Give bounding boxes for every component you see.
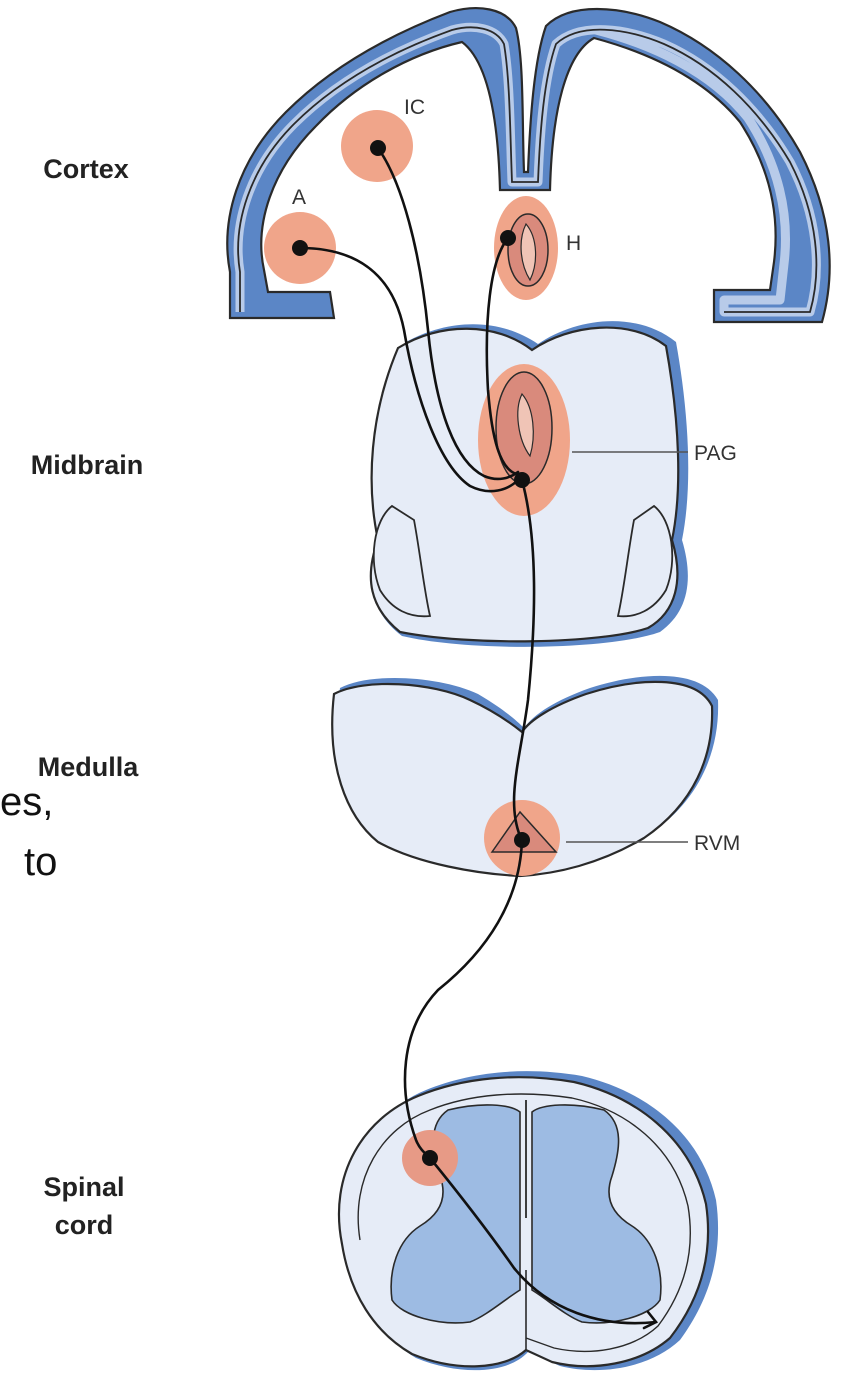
nucleus-ic — [341, 110, 413, 182]
nucleus-rvm — [484, 800, 560, 876]
label-rvm: RVM — [694, 832, 740, 855]
region-label-cortex: Cortex — [26, 150, 146, 188]
overlay-fragment-1: es, — [0, 780, 53, 824]
label-pag: PAG — [694, 442, 737, 465]
spinal-cord-section — [339, 1071, 718, 1370]
region-label-cord: cord — [24, 1206, 144, 1244]
nucleus-h — [494, 196, 558, 300]
region-label-spinal: Spinal — [24, 1168, 144, 1206]
label-a: A — [292, 186, 306, 209]
overlay-fragment-2: to — [24, 840, 57, 884]
label-h: H — [566, 232, 581, 255]
region-label-spinal-cord: Spinal cord — [24, 1168, 144, 1244]
label-ic: IC — [404, 96, 425, 119]
region-label-midbrain: Midbrain — [12, 446, 162, 484]
